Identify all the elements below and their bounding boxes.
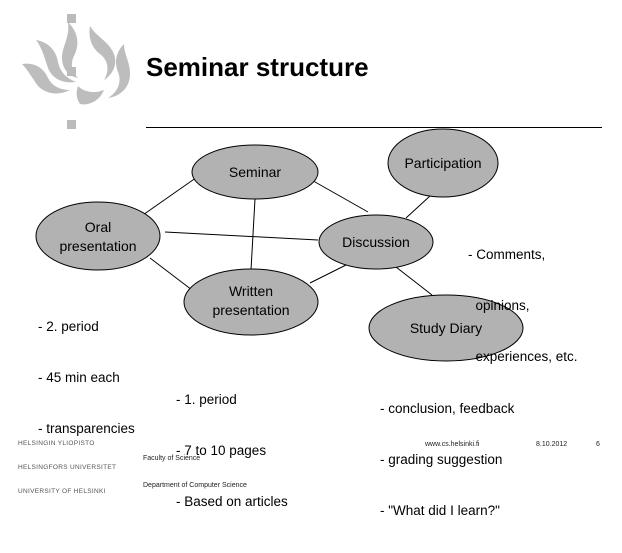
seminar-diagram: Seminar Participation Oral presentation … [35, 128, 524, 362]
node-oral-presentation-line1: Oral [85, 219, 111, 235]
note-oral: - 2. period - 45 min each - transparenci… [38, 284, 135, 471]
node-oral-presentation-line2: presentation [59, 238, 136, 254]
slide-title: Seminar structure [146, 52, 369, 82]
node-participation: Participation [387, 128, 499, 198]
edge-discussion-studydiary [395, 266, 433, 296]
node-written-presentation-line2: presentation [212, 302, 289, 318]
edge-seminar-discussion [307, 177, 369, 213]
node-discussion-label: Discussion [342, 234, 410, 250]
footer-department: Department of Computer Science [143, 482, 247, 489]
logo-square-middle [67, 67, 76, 76]
note-study-diary-line3: - "What did I learn?" [380, 503, 500, 518]
note-oral-line1: - 2. period [38, 319, 99, 334]
note-oral-line2: - 45 min each [38, 370, 120, 385]
note-participation-line2: opinions, [468, 298, 530, 313]
footer-faculty-line1: Faculty of Science [143, 455, 201, 462]
logo-square-bottom [67, 120, 76, 129]
node-seminar-label: Seminar [229, 164, 281, 180]
edge-seminar-written [250, 198, 256, 271]
node-study-diary: Study Diary [368, 294, 524, 362]
edge-oral-discussion [164, 231, 319, 241]
footer-url: www.cs.helsinki.fi [425, 441, 480, 448]
university-name-en: UNIVERSITY OF HELSINKI [18, 488, 106, 495]
node-written-presentation: Written presentation [183, 268, 319, 336]
edge-participation-discussion [405, 195, 431, 219]
note-study-diary-line1: - conclusion, feedback [380, 401, 515, 416]
note-participation: - Comments, opinions, experiences, etc. [468, 212, 578, 399]
note-participation-line3: experiences, etc. [468, 349, 578, 364]
node-participation-label: Participation [404, 155, 481, 171]
edge-written-discussion [309, 262, 351, 284]
slide: Seminar structure Seminar Participation … [18, 14, 602, 518]
university-name-sv: HELSINGFORS UNIVERSITET [18, 464, 117, 471]
node-written-presentation-line1: Written [229, 283, 273, 299]
node-study-diary-label: Study Diary [410, 320, 482, 336]
logo-square-top [67, 14, 76, 23]
node-oral-presentation: Oral presentation [35, 201, 161, 271]
footer-faculty: Faculty of Science Department of Compute… [143, 436, 247, 508]
edge-oral-written [149, 257, 193, 291]
note-oral-line3: - transparencies [38, 421, 135, 436]
university-flame-logo [22, 22, 130, 105]
node-discussion: Discussion [318, 214, 434, 270]
university-name: HELSINGIN YLIOPISTO HELSINGFORS UNIVERSI… [18, 424, 116, 512]
note-written-line1: - 1. period [176, 392, 237, 407]
footer-page-number: 6 [596, 441, 600, 448]
university-name-fi: HELSINGIN YLIOPISTO [18, 440, 95, 447]
connectors [139, 167, 433, 296]
note-study-diary-line2: - grading suggestion [380, 452, 503, 467]
note-participation-line1: - Comments, [468, 247, 546, 262]
node-seminar: Seminar [191, 144, 319, 200]
footer-date: 8.10.2012 [536, 441, 568, 448]
note-study-diary: - conclusion, feedback - grading suggest… [380, 366, 514, 553]
title-divider [146, 127, 602, 128]
note-written-line2: - 7 to 10 pages [176, 443, 267, 458]
